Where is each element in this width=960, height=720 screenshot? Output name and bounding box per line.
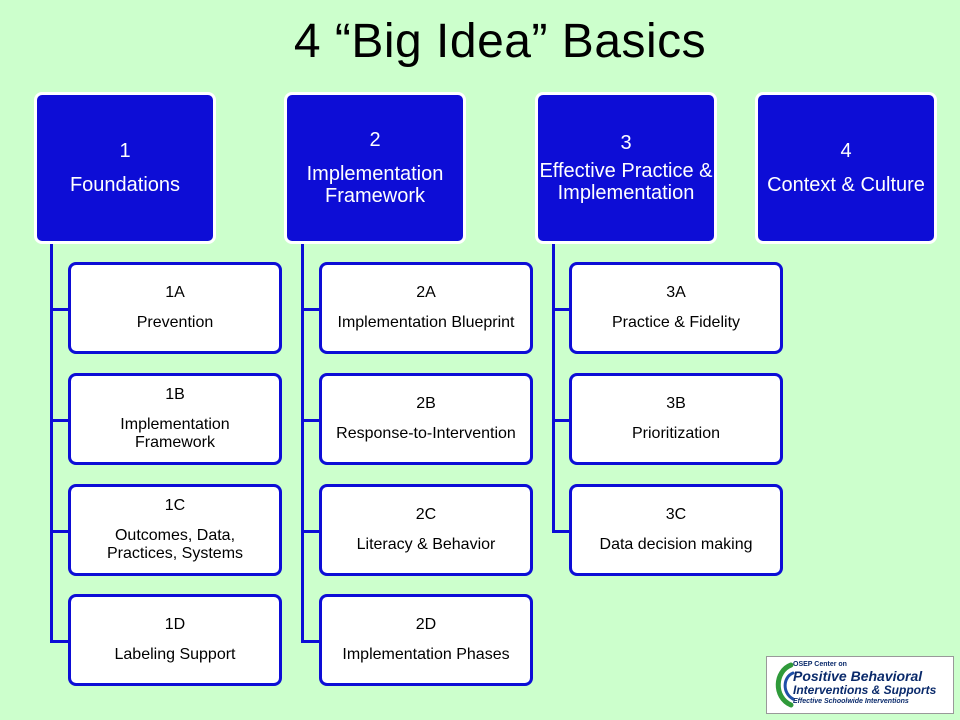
- idea-code: 2A: [416, 284, 436, 301]
- idea-label: Labeling Support: [114, 646, 236, 663]
- big-idea-number: 4: [840, 140, 852, 162]
- connector-horizontal: [301, 308, 321, 311]
- big-idea-3: 3 Effective Practice & Implementation: [535, 92, 717, 244]
- idea-code: 1D: [164, 616, 186, 633]
- logo-line-2: Positive Behavioral: [793, 668, 923, 684]
- idea-code: 2B: [416, 395, 436, 412]
- idea-code: 3B: [666, 395, 686, 412]
- idea-code: 2C: [415, 506, 437, 523]
- connector-vertical: [552, 242, 555, 532]
- logo-line-1: OSEP Center on: [793, 661, 847, 668]
- idea-2c: 2C Literacy & Behavior: [319, 484, 533, 576]
- idea-label: Response-to-Intervention: [336, 425, 516, 442]
- idea-label: Prioritization: [631, 425, 721, 442]
- idea-label: Data decision making: [599, 536, 753, 553]
- idea-label: Prevention: [136, 314, 214, 331]
- idea-label: Implementation Blueprint: [337, 314, 515, 331]
- idea-2d: 2D Implementation Phases: [319, 594, 533, 686]
- big-idea-label: Context & Culture: [767, 174, 925, 196]
- connector-horizontal: [50, 419, 70, 422]
- big-idea-number: 3: [620, 132, 632, 154]
- connector-horizontal: [50, 308, 70, 311]
- connector-horizontal: [301, 530, 321, 533]
- connector-horizontal: [50, 530, 70, 533]
- idea-1b: 1B Implementation Framework: [68, 373, 282, 465]
- big-idea-number: 1: [119, 140, 131, 162]
- logo-line-3: Interventions & Supports: [793, 683, 937, 697]
- connector-horizontal: [552, 308, 572, 311]
- idea-code: 1B: [165, 386, 185, 403]
- pbis-swoosh-icon: [775, 662, 795, 708]
- big-idea-label: Foundations: [69, 174, 181, 196]
- big-idea-label: Effective Practice & Implementation: [539, 160, 713, 204]
- idea-2a: 2A Implementation Blueprint: [319, 262, 533, 354]
- connector-vertical: [301, 242, 304, 642]
- idea-1a: 1A Prevention: [68, 262, 282, 354]
- big-idea-4: 4 Context & Culture: [755, 92, 937, 244]
- idea-label: Practice & Fidelity: [611, 314, 741, 331]
- connector-horizontal: [552, 419, 572, 422]
- idea-code: 2D: [415, 616, 437, 633]
- idea-3a: 3A Practice & Fidelity: [569, 262, 783, 354]
- logo-line-4: Effective Schoolwide Interventions: [793, 698, 909, 705]
- connector-vertical: [50, 242, 53, 642]
- slide-title: 4 “Big Idea” Basics: [293, 15, 707, 68]
- idea-code: 3C: [665, 506, 687, 523]
- big-idea-2: 2 Implementation Framework: [284, 92, 466, 244]
- connector-horizontal: [301, 419, 321, 422]
- connector-horizontal: [50, 640, 70, 643]
- big-idea-number: 2: [369, 129, 381, 151]
- big-idea-label: Implementation Framework: [306, 163, 444, 207]
- connector-horizontal: [301, 640, 321, 643]
- idea-code: 3A: [666, 284, 686, 301]
- connector-horizontal: [552, 530, 572, 533]
- idea-code: 1C: [164, 497, 186, 514]
- idea-3b: 3B Prioritization: [569, 373, 783, 465]
- idea-label: Outcomes, Data, Practices, Systems: [106, 527, 244, 562]
- idea-label: Literacy & Behavior: [356, 536, 496, 553]
- idea-code: 1A: [165, 284, 185, 301]
- idea-1c: 1C Outcomes, Data, Practices, Systems: [68, 484, 282, 576]
- idea-label: Implementation Framework: [120, 416, 230, 451]
- pbis-logo: OSEP Center on Positive Behavioral Inter…: [766, 656, 954, 714]
- idea-label: Implementation Phases: [342, 646, 510, 663]
- big-idea-1: 1 Foundations: [34, 92, 216, 244]
- idea-1d: 1D Labeling Support: [68, 594, 282, 686]
- idea-3c: 3C Data decision making: [569, 484, 783, 576]
- idea-2b: 2B Response-to-Intervention: [319, 373, 533, 465]
